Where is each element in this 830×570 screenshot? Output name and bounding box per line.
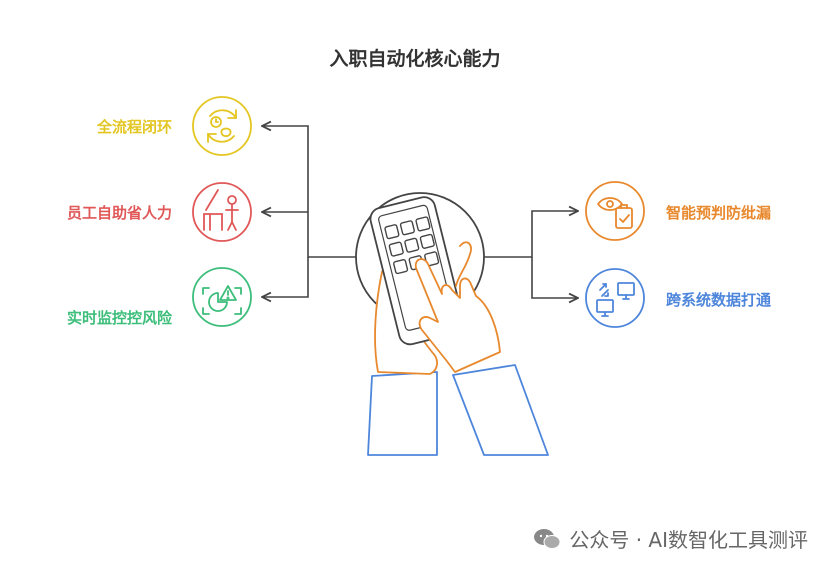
watermark: 公众号 · AI数智化工具测评 [533, 524, 808, 553]
system-sync-icon [585, 268, 645, 328]
wechat-icon [534, 528, 561, 549]
label-realtime-risk-monitor: 实时监控控风险 [66, 309, 172, 327]
left-sleeve [367, 371, 438, 456]
risk-monitor-icon [192, 267, 252, 327]
right-hand [414, 258, 501, 373]
connector-left-trunk [262, 126, 357, 258]
connector-left-bottom [262, 257, 309, 297]
self-service-desk-icon [192, 182, 252, 242]
connector-right-trunk [482, 211, 578, 258]
hands-phone-icon [367, 196, 549, 456]
label-smart-prediction: 智能预判防纰漏 [666, 204, 772, 222]
connector-right-bottom [531, 257, 578, 298]
label-employee-self-service: 员工自助省人力 [66, 204, 172, 222]
clock-cycle-icon [192, 96, 252, 156]
right-sleeve [452, 364, 549, 456]
watermark-text: 公众号 · AI数智化工具测评 [569, 528, 808, 552]
connector-lines [262, 126, 578, 298]
diagram-title: 入职自动化核心能力 [329, 48, 501, 70]
label-cross-system-data: 跨系统数据打通 [666, 291, 772, 309]
eye-checklist-icon [585, 181, 645, 241]
label-full-process-loop: 全流程闭环 [96, 118, 172, 136]
